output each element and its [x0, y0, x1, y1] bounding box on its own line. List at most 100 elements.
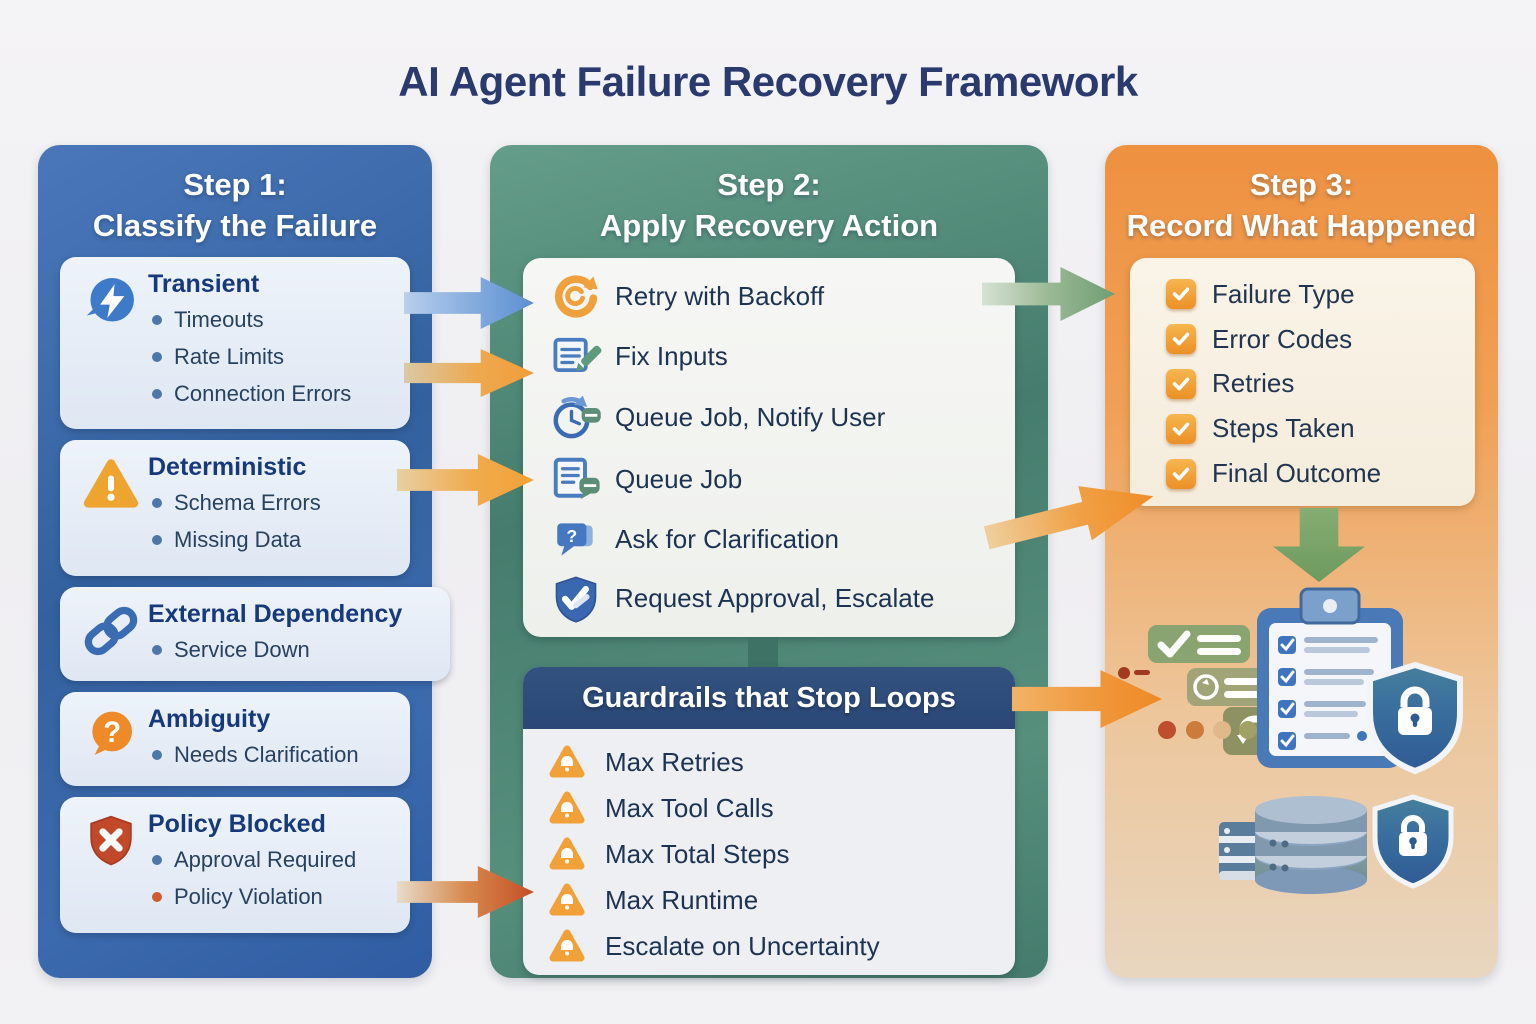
alert-triangle-icon — [547, 926, 605, 966]
page-title: AI Agent Failure Recovery Framework — [398, 58, 1138, 105]
svg-text:?: ? — [103, 717, 121, 749]
guardrails-box: Guardrails that Stop Loops Max Retries M… — [523, 667, 1015, 975]
guardrail-row: Max Retries — [547, 739, 997, 785]
checkbox-checked-icon — [1166, 458, 1212, 489]
failure-card-ambiguity: ? Ambiguity Needs Clarification — [60, 692, 410, 786]
guardrails-heading: Guardrails that Stop Loops — [523, 667, 1015, 729]
bullet-item: Schema Errors — [148, 484, 400, 521]
checklist-label: Error Codes — [1212, 323, 1353, 354]
bullet-dot — [152, 314, 162, 325]
step1-heading-line2: Classify the Failure — [92, 207, 378, 243]
step3-heading-line2: Record What Happened — [1126, 207, 1477, 243]
action-label: Queue Job, Notify User — [615, 401, 886, 432]
checklist-row: Steps Taken — [1166, 413, 1463, 444]
chain-link-icon — [74, 600, 148, 660]
checkbox-checked-icon — [1166, 324, 1212, 355]
action-row-queue-job: Queue Job — [537, 453, 1001, 507]
failure-card-policy-blocked: Policy Blocked Approval Required Policy … — [60, 797, 410, 933]
step1-heading-line1: Step 1: — [183, 167, 287, 202]
guardrail-row: Max Tool Calls — [547, 785, 997, 831]
checklist-label: Final Outcome — [1212, 458, 1382, 489]
bullet-dot — [152, 854, 162, 865]
card-title: Policy Blocked — [148, 810, 326, 838]
shield-lock-icon — [1367, 661, 1463, 775]
guardrail-label: Max Tool Calls — [605, 792, 774, 823]
failure-card-deterministic: Deterministic Schema Errors Missing Data — [60, 440, 410, 576]
document-chat-icon — [537, 453, 615, 507]
checkbox-checked-icon — [1166, 279, 1212, 310]
action-label: Request Approval, Escalate — [615, 583, 935, 614]
card-to-guardrails-connector — [748, 637, 778, 669]
step2-heading-line2: Apply Recovery Action — [599, 207, 939, 243]
step2-panel: Step 2: Apply Recovery Action Retry with… — [490, 145, 1048, 978]
bullet-item: Connection Errors — [148, 375, 400, 412]
shield-check-icon — [537, 573, 615, 625]
recovery-actions-card: Retry with Backoff Fix Inpu — [523, 258, 1015, 637]
bullet-item: Rate Limits — [148, 338, 400, 375]
guardrail-row: Max Runtime — [547, 877, 997, 923]
retry-loop-icon — [537, 270, 615, 322]
checklist-row: Final Outcome — [1166, 458, 1463, 489]
bullet-dot — [152, 891, 162, 902]
bullet-item: Policy Violation — [148, 878, 400, 915]
checklist-row: Error Codes — [1166, 324, 1463, 355]
guardrail-row: Max Total Steps — [547, 831, 997, 877]
card-title: Ambiguity — [148, 705, 271, 733]
guardrail-label: Escalate on Uncertainty — [605, 930, 880, 961]
shield-x-icon — [74, 810, 148, 868]
alert-triangle-icon — [547, 788, 605, 828]
bullet-item: Timeouts — [148, 301, 400, 338]
action-row-retry: Retry with Backoff — [537, 270, 1001, 322]
bullet-dot — [152, 749, 162, 760]
bullet-dot — [152, 534, 162, 545]
guardrails-list: Max Retries Max Tool Calls Max Total Ste… — [523, 729, 1015, 975]
failure-card-external-dependency: External Dependency Service Down — [60, 587, 450, 681]
guardrail-label: Max Total Steps — [605, 838, 790, 869]
warning-triangle-icon — [74, 453, 148, 513]
failure-card-transient: Transient Timeouts Rate Limits Connectio… — [60, 257, 410, 429]
clipboard-checklist-icon — [1257, 587, 1403, 768]
step3-heading: Step 3: Record What Happened — [1105, 165, 1498, 247]
action-label: Fix Inputs — [615, 340, 728, 371]
checklist-label: Failure Type — [1212, 278, 1355, 309]
action-label: Ask for Clarification — [615, 524, 839, 555]
edit-document-icon — [537, 330, 615, 382]
bullet-dot — [152, 497, 162, 508]
step3-panel: Step 3: Record What Happened Failure Typ… — [1105, 145, 1498, 978]
action-label: Retry with Backoff — [615, 280, 825, 311]
bullet-item: Approval Required — [148, 841, 400, 878]
step2-heading: Step 2: Apply Recovery Action — [490, 165, 1048, 247]
action-row-queue-notify: Queue Job, Notify User — [537, 390, 1001, 444]
step1-card-list: Transient Timeouts Rate Limits Connectio… — [60, 257, 450, 944]
step1-heading: Step 1: Classify the Failure — [38, 165, 432, 247]
bullet-dot — [152, 351, 162, 362]
checklist-label: Steps Taken — [1212, 413, 1355, 444]
record-checklist-card: Failure Type Error Codes Retries Steps T… — [1130, 258, 1475, 506]
question-chat-icon: ? — [537, 515, 615, 565]
shield-lock-icon — [1372, 794, 1454, 889]
bullet-dot — [152, 388, 162, 399]
card-title: Transient — [148, 270, 260, 298]
clock-notify-icon — [537, 390, 615, 444]
alert-triangle-icon — [547, 880, 605, 920]
down-arrow-icon — [1273, 508, 1365, 582]
guardrail-label: Max Runtime — [605, 884, 759, 915]
question-bubble-icon: ? — [74, 705, 148, 763]
bullet-dot — [152, 644, 162, 655]
step2-heading-line1: Step 2: — [717, 167, 821, 202]
action-label: Queue Job — [615, 464, 743, 495]
lightning-bubble-icon — [74, 270, 148, 330]
svg-text:?: ? — [566, 526, 577, 546]
checklist-label: Retries — [1212, 368, 1295, 399]
checkbox-checked-icon — [1166, 413, 1212, 444]
bullet-item: Needs Clarification — [148, 736, 400, 773]
checkbox-checked-icon — [1166, 368, 1212, 399]
guardrail-row: Escalate on Uncertainty — [547, 923, 997, 969]
checklist-row: Retries — [1166, 368, 1463, 399]
card-title: External Dependency — [148, 600, 403, 628]
step1-panel: Step 1: Classify the Failure Transient T… — [38, 145, 450, 978]
step3-heading-line1: Step 3: — [1249, 167, 1354, 202]
action-row-clarification: ? Ask for Clarification — [537, 515, 1001, 565]
action-row-fix-inputs: Fix Inputs — [537, 330, 1001, 382]
card-title: Deterministic — [148, 453, 307, 481]
